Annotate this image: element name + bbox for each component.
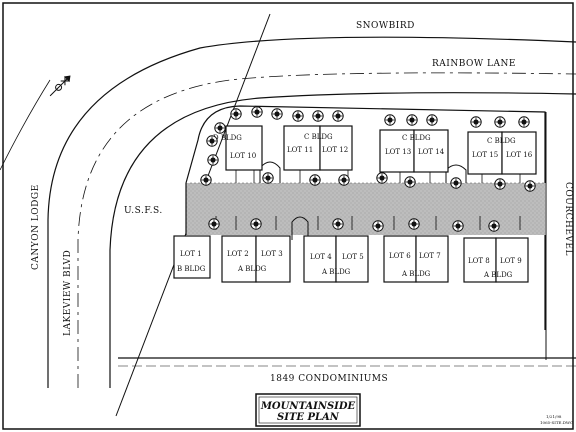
building-d-label: D BLDG — [213, 134, 242, 142]
lot-10-label: LOT 10 — [230, 152, 256, 160]
tree-icon — [207, 154, 219, 166]
tree-icon — [518, 116, 530, 128]
tree-icon — [524, 180, 536, 192]
lot-12-label: LOT 12 — [322, 146, 348, 154]
tree-icon — [494, 178, 506, 190]
tree-icon — [338, 174, 350, 186]
building-c-3-label: C BLDG — [487, 137, 516, 145]
tree-icon — [408, 218, 420, 230]
drawing-file: 1065-SITE.DWG — [540, 420, 573, 425]
lot-14-label: LOT 14 — [418, 148, 445, 156]
building-c-2-label: C BLDG — [402, 134, 431, 142]
rainbow-lane-centerline — [77, 72, 576, 388]
tree-icon — [332, 218, 344, 230]
tree-icon — [452, 220, 464, 232]
tree-icon — [262, 172, 274, 184]
tree-icon — [312, 110, 324, 122]
title-line-1: MOUNTAINSIDE — [260, 401, 356, 412]
north-arrow-icon — [49, 75, 71, 97]
lot-4-label: LOT 4 — [310, 253, 332, 261]
lot-2-label: LOT 2 — [227, 250, 249, 258]
building-a-3: LOT 6 LOT 7 A BLDG — [383, 235, 449, 283]
lot-5-label: LOT 5 — [342, 253, 364, 261]
drawing-date: 1/21/98 — [546, 414, 562, 419]
title-block-inner — [258, 396, 358, 424]
tree-icon — [384, 114, 396, 126]
lot-3-label: LOT 3 — [261, 250, 283, 258]
lot-15-label: LOT 15 — [472, 151, 498, 159]
building-a-1: LOT 2 LOT 3 A BLDG — [221, 235, 291, 283]
tree-icon — [271, 108, 283, 120]
tree-icon — [404, 176, 416, 188]
tree-icon — [450, 177, 462, 189]
tree-icon — [376, 172, 388, 184]
lakeview-blvd-edge — [0, 79, 51, 171]
lot-8-label: LOT 8 — [468, 257, 490, 265]
title-block — [255, 393, 361, 427]
building-b: LOT 1 B BLDG — [173, 235, 211, 279]
building-c-2: C BLDG LOT 13 LOT 14 — [379, 129, 449, 173]
building-c-1: C BLDG LOT 11 LOT 12 — [283, 125, 353, 171]
tree-icon — [200, 174, 212, 186]
parking-stalls-bottom — [215, 216, 521, 230]
lot-13-label: LOT 13 — [385, 148, 411, 156]
tree-icon — [488, 220, 500, 232]
title-line-2: SITE PLAN — [277, 412, 340, 423]
tree-icon — [292, 110, 304, 122]
building-c-3: C BLDG LOT 15 LOT 16 — [467, 131, 537, 175]
tree-icon — [470, 116, 482, 128]
tree-icon — [494, 116, 506, 128]
tree-icon — [250, 218, 262, 230]
building-c-1-label: C BLDG — [304, 133, 333, 141]
condominiums-label: 1849 CONDOMINIUMS — [270, 374, 388, 384]
snowbird-road-edge — [47, 36, 576, 388]
building-b-label: B BLDG — [177, 265, 206, 273]
lot-16-label: LOT 16 — [506, 151, 533, 159]
tree-icon — [309, 174, 321, 186]
rainbow-lane-label: RAINBOW LANE — [432, 59, 516, 69]
tree-icon — [251, 106, 263, 118]
lot-7-label: LOT 7 — [419, 252, 441, 260]
snowbird-label: SNOWBIRD — [356, 21, 415, 31]
building-a-2: LOT 4 LOT 5 A BLDG — [303, 235, 369, 283]
building-d: D BLDG LOT 10 — [213, 125, 263, 171]
tree-icon — [372, 220, 384, 232]
usfs-label: U.S.F.S. — [124, 206, 163, 216]
lot-9-label: LOT 9 — [500, 257, 522, 265]
building-a-1-label: A BLDG — [237, 265, 267, 273]
building-a-4-label: A BLDG — [483, 271, 513, 279]
tree-icon — [230, 108, 242, 120]
building-a-2-label: A BLDG — [321, 268, 351, 276]
rainbow-lane-edge — [109, 92, 576, 388]
tree-icon — [406, 114, 418, 126]
lot-1-label: LOT 1 — [180, 250, 202, 258]
tree-icon — [214, 122, 226, 134]
building-a-3-label: A BLDG — [401, 270, 431, 278]
lot-10-unit — [225, 125, 263, 171]
lot-11-label: LOT 11 — [287, 146, 313, 154]
lakeview-blvd-label: LAKEVIEW BLVD — [63, 250, 73, 336]
canyon-lodge-label: CANYON LODGE — [31, 184, 41, 270]
courchevel-label: COURCHEVEL — [563, 182, 573, 256]
building-a-4: LOT 8 LOT 9 A BLDG — [463, 237, 529, 283]
tree-icon — [206, 135, 218, 147]
tree-icon — [208, 218, 220, 230]
tree-icon — [332, 110, 344, 122]
lot-6-label: LOT 6 — [389, 252, 411, 260]
lot-boundary — [185, 105, 546, 330]
tree-icon — [426, 114, 438, 126]
